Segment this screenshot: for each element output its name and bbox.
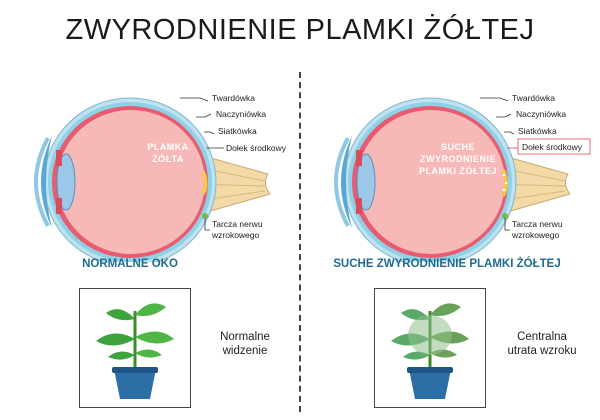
label-optic-disc-line-2: wzrokowego [211,230,260,240]
center-label-line-2: ZWYRODNIENIE [420,154,496,164]
healthy-plant-icon [96,303,174,399]
center-label-line-1: PLAMKA [147,142,189,152]
normal-eye-diagram: PLAMKA ŻÓŁTA Twardówka Naczyniówka Siatk… [34,93,287,262]
normal-vision-plant-frame [79,288,191,408]
label-fovea: Dołek środkowy [226,143,287,153]
label-optic-disc-line-1: Tarcza nerwu [212,219,263,229]
fovea-highlight-box [517,138,591,155]
label-sclera: Twardówka [212,93,255,103]
label-optic-disc-line-1: Tarcza nerwu [512,219,563,229]
label-retina: Siatkówka [218,126,257,136]
vitreous-body [57,110,205,254]
cornea [41,136,52,228]
label-fovea: Dołek środkowy [522,142,583,152]
center-label-line-3: PLAMKI ŻÓŁTEJ [419,165,497,176]
center-label-line-2: ŻÓŁTA [152,153,184,164]
caption-normal-eye: NORMALNE OKO [82,258,178,270]
caption-amd-eye: SUCHE ZWYRODNIENIE PLAMKI ŻÓŁTEJ [333,258,561,270]
blurred-plant-icon [391,303,469,399]
label-choroid: Naczyniówka [216,109,266,119]
blur-spot [408,315,452,355]
lens [56,153,76,211]
central-vision-loss-plant-frame [374,288,486,408]
center-label-line-1: SUCHE [441,142,475,152]
pot [114,369,156,399]
label-optic-disc-line-2: wzrokowego [511,230,560,240]
central-vision-loss-text: Centralna utrata wzroku [507,331,577,357]
label-sclera: Twardówka [512,93,555,103]
vitreous-body [357,110,505,254]
optic-disc-spot [502,213,508,219]
lens [356,153,376,211]
normal-vision-text: Normalne widzenie [220,331,270,357]
label-retina: Siatkówka [518,126,557,136]
amd-eye-diagram: SUCHE ZWYRODNIENIE PLAMKI ŻÓŁTEJ Twardów… [334,93,591,262]
cornea [341,136,352,228]
page-title: ZWYRODNIENIE PLAMKI ŻÓŁTEJ [65,14,535,46]
panel-divider [299,72,301,412]
optic-disc-spot [202,213,208,219]
label-choroid: Naczyniówka [516,109,566,119]
fovea-spot [201,171,208,195]
pot [409,369,451,399]
